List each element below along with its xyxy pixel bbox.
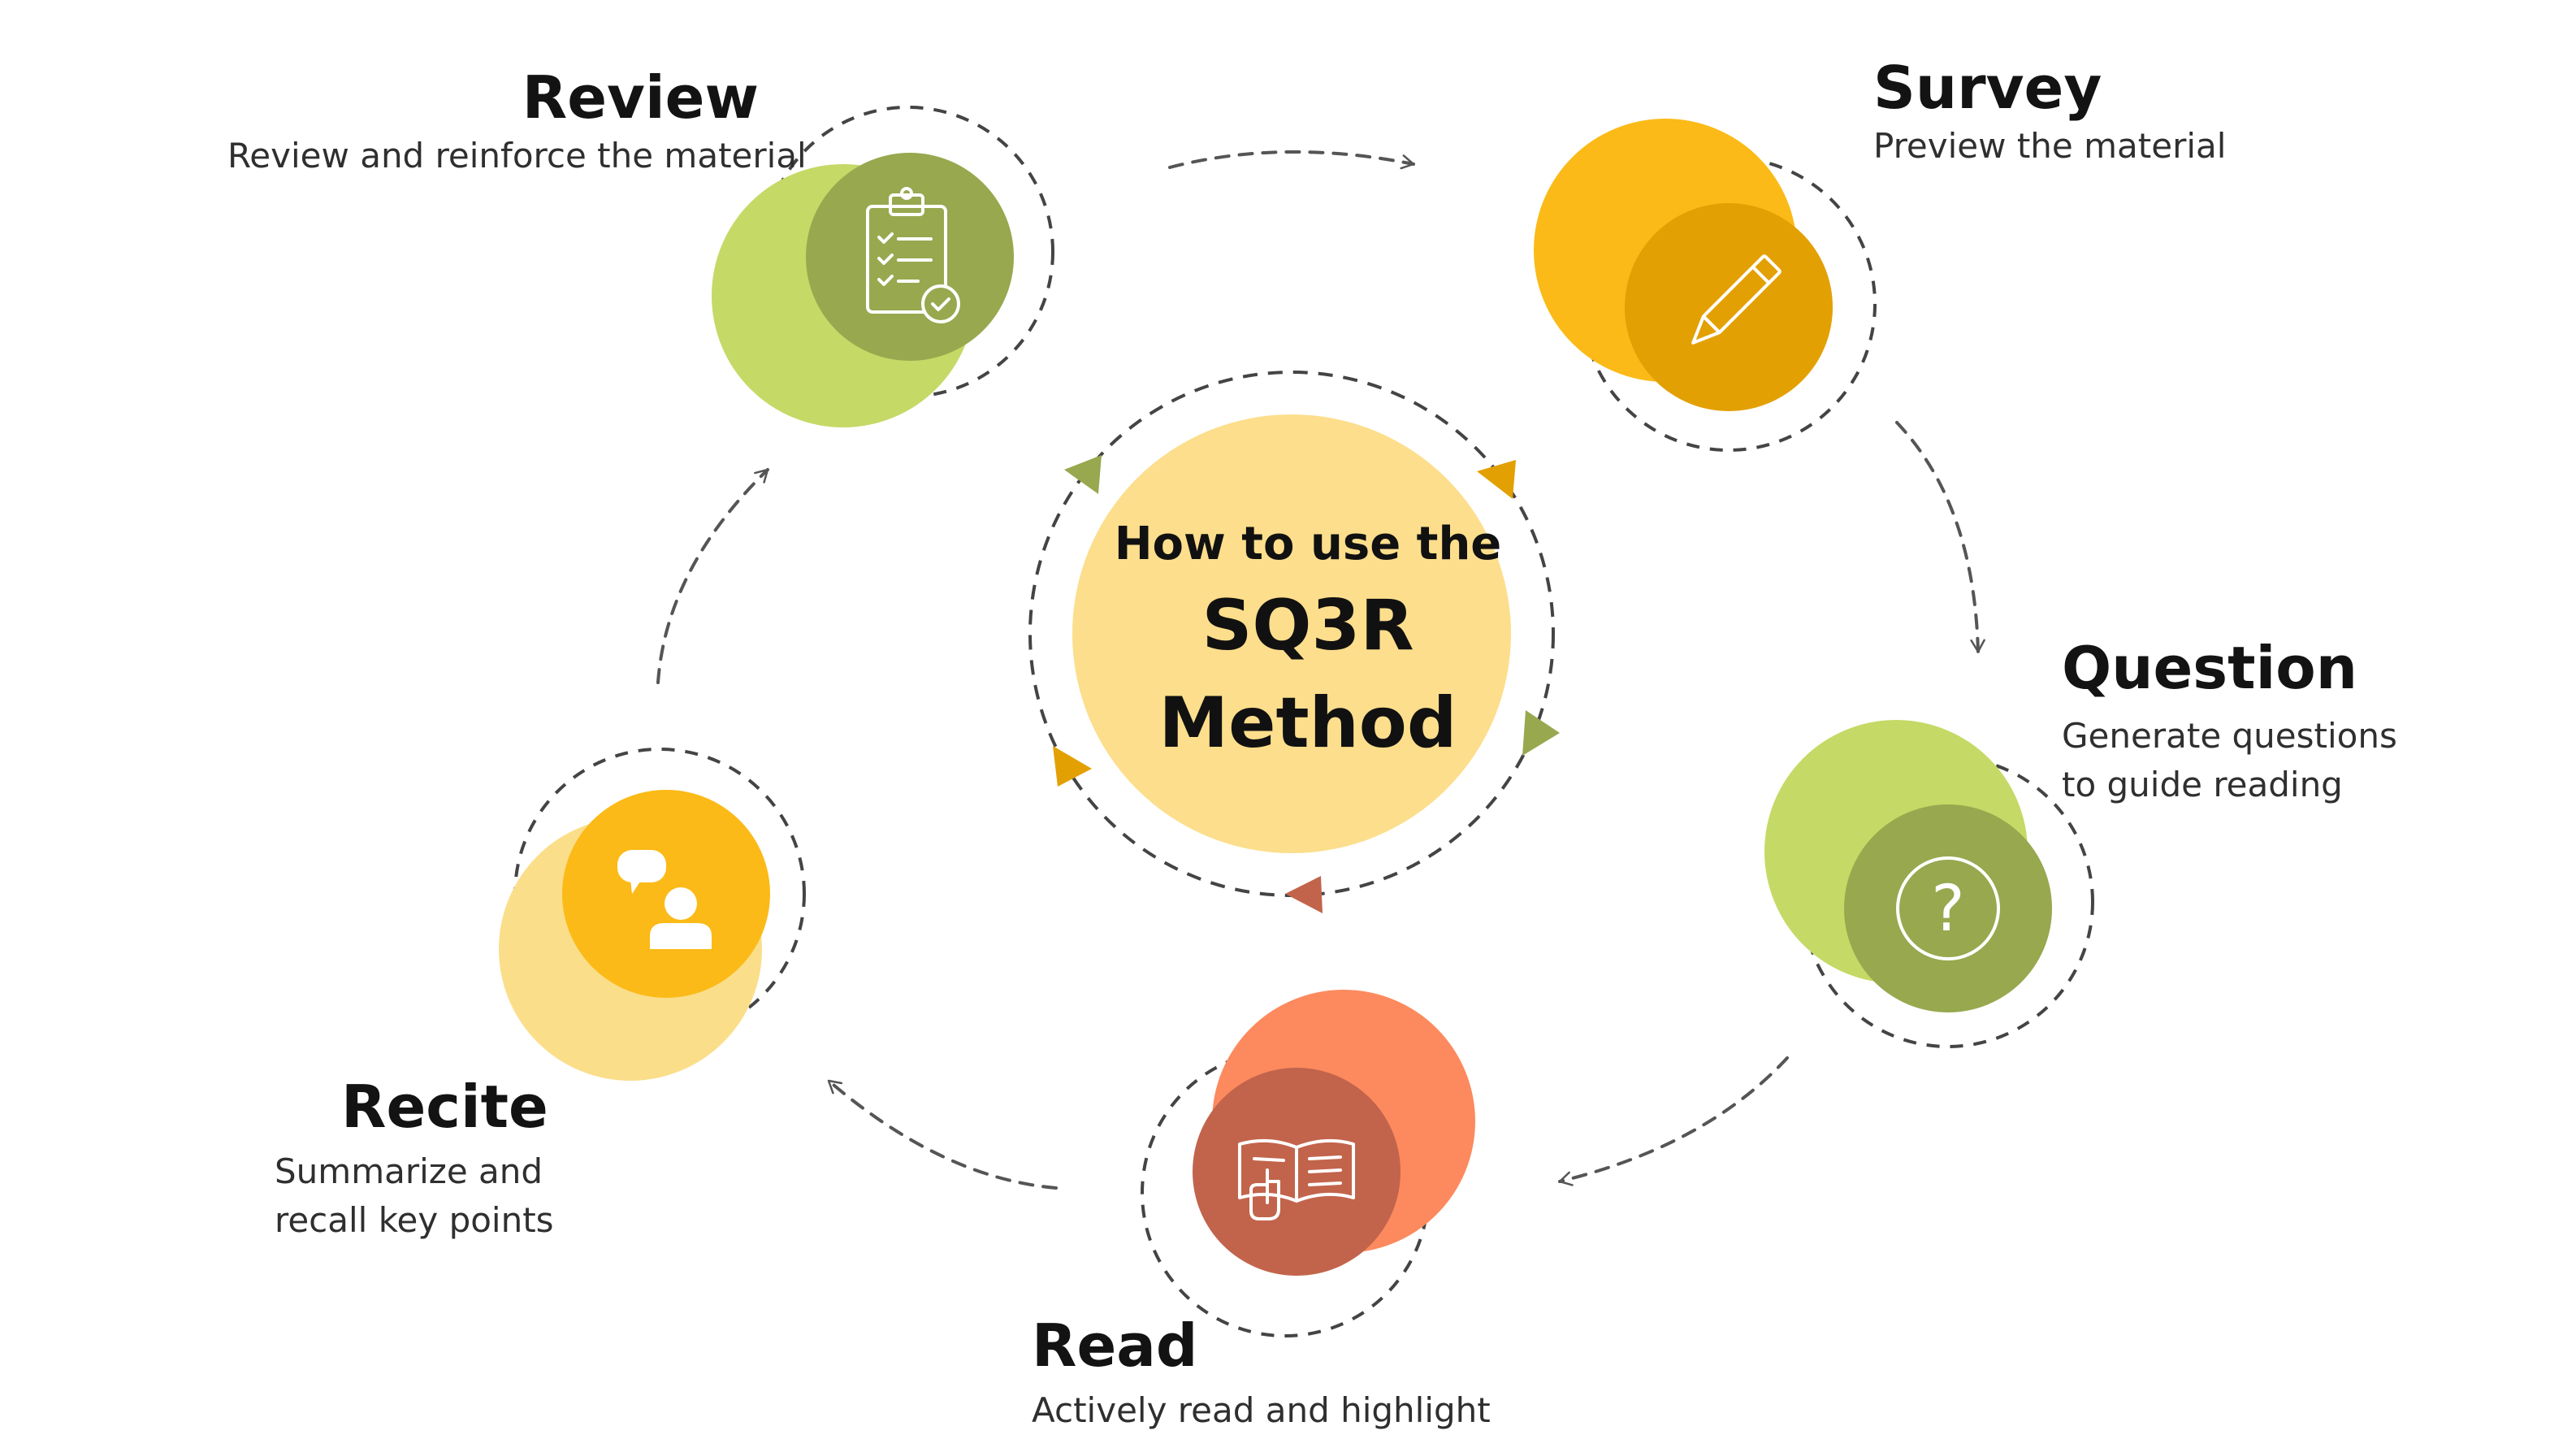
center-arrow-top-right (1477, 460, 1516, 499)
read-node (1141, 990, 1475, 1337)
review-title: Review (522, 63, 759, 132)
question-description-line1: Generate questions (2062, 716, 2397, 756)
recite-title: Recite (341, 1073, 548, 1141)
survey-node (1534, 119, 1877, 452)
arrow-question-to-read (1558, 1056, 1789, 1186)
recite-node (499, 748, 806, 1081)
arrow-review-to-survey (1168, 150, 1415, 170)
center-title-line2: SQ3R (1201, 585, 1414, 666)
open-book-icon (1238, 1138, 1355, 1220)
question-mark-icon: ? (1896, 856, 2000, 960)
center-arrow-bottom (1285, 876, 1323, 913)
svg-text:?: ? (1931, 873, 1964, 946)
clipboard-checklist-icon (866, 187, 960, 323)
survey-inner-circle (1625, 203, 1833, 411)
review-inner-circle (806, 153, 1014, 361)
speech-bubble-person-icon (617, 850, 712, 949)
question-description-line2: to guide reading (2062, 765, 2343, 804)
center-title-line3: Method (1158, 683, 1457, 764)
arrow-read-to-recite (827, 1079, 1058, 1190)
survey-description: Preview the material (1873, 126, 2227, 166)
question-title: Question (2062, 634, 2357, 702)
read-description: Actively read and highlight (1032, 1390, 1491, 1430)
question-inner-circle (1844, 804, 2052, 1012)
arrow-recite-to-review (656, 468, 769, 684)
flow-arrows (656, 150, 1985, 1190)
pencil-icon (1691, 254, 1782, 345)
survey-title: Survey (1873, 54, 2102, 122)
review-description: Review and reinforce the material (227, 136, 807, 176)
read-title: Read (1032, 1311, 1198, 1380)
center-arrow-right (1522, 710, 1560, 756)
center-title: How to use the SQ3R Method (1024, 512, 1592, 772)
review-node (712, 106, 1054, 427)
center-arrow-left (1053, 746, 1092, 787)
center-hub (1028, 371, 1560, 913)
center-arrow-top-left (1064, 455, 1102, 494)
center-circle (1072, 414, 1511, 853)
recite-description-line2: recall key points (275, 1200, 554, 1240)
center-title-line1: How to use the (1114, 518, 1502, 570)
recite-description-line1: Summarize and (275, 1151, 543, 1191)
question-node: ? (1764, 720, 2094, 1048)
recite-inner-circle (562, 790, 770, 998)
arrow-survey-to-question (1895, 421, 1985, 653)
